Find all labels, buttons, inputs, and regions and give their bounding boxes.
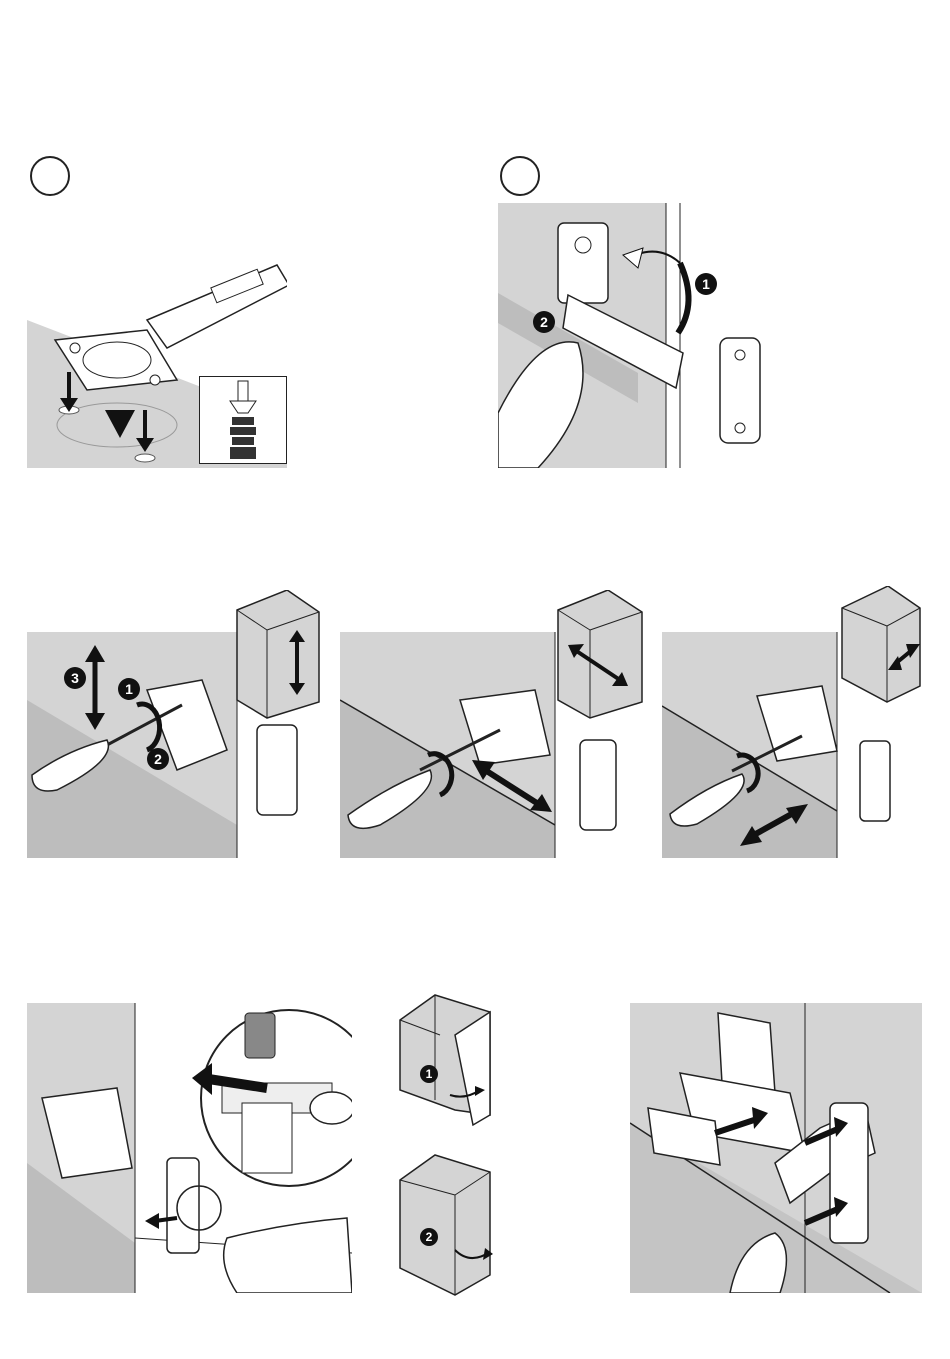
panel-release-hinge [27,1003,352,1293]
step3-marker-2: 2 [147,748,169,770]
panel-adjust-depth [662,586,922,858]
panel-door-open-close: 1 2 [395,990,505,1300]
panel-adjust-side [340,590,645,858]
panel-clip-on-hinge: 1 2 [498,203,770,468]
step-circle-1 [30,156,70,196]
panel-adjust-height: 3 1 2 [27,590,332,858]
panel-attach-cover-caps [630,1003,922,1293]
step7-marker-2: 2 [420,1228,438,1246]
step2-marker-1: 1 [695,273,717,295]
step3-marker-1: 1 [118,678,140,700]
screw-inset [199,376,287,464]
step2-marker-2: 2 [533,311,555,333]
step7-marker-1: 1 [420,1065,438,1083]
step-circle-2 [500,156,540,196]
step3-marker-3: 3 [64,667,86,689]
